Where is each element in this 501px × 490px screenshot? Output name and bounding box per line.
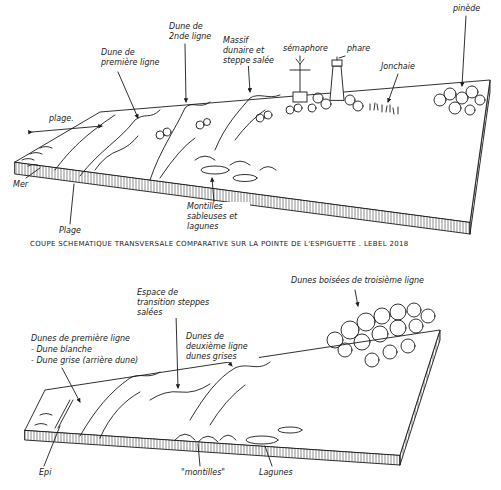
annotation-label: phare: [346, 44, 371, 54]
annotation-label: - Dune blanche: [30, 345, 93, 355]
annotation-label: Lagunes: [258, 468, 294, 478]
annotation-label: sémaphore: [282, 44, 329, 54]
annotation-label: Espace de transition steppes salées: [136, 288, 216, 318]
annotation-label: - Dune grise (arrière dune): [30, 356, 139, 366]
annotation-label: Dunes de deuxième ligne dunes grises: [185, 332, 259, 362]
annotation-label: Dunes de première ligne: [30, 334, 131, 344]
annotation-label: pinède: [452, 4, 481, 14]
annotation-label: Plage: [58, 226, 82, 236]
annotation-label: "montilles": [180, 468, 226, 478]
annotation-label: plage.: [48, 114, 75, 124]
annotation-label: Mer: [12, 180, 29, 190]
annotation-label: Dune de 2nde ligne: [168, 22, 222, 42]
annotation-label: Montilles sableuses et lagunes: [186, 202, 250, 232]
caption: COUPE SCHEMATIQUE TRANSVERSALE COMPARATI…: [30, 240, 408, 248]
annotation-label: Jonchaie: [380, 62, 416, 72]
annotation-label: Massif dunaire et steppe salée: [222, 36, 282, 66]
annotation-label: Epi: [38, 468, 52, 478]
annotation-label: Dune de première ligne: [100, 48, 166, 68]
annotation-label: Dunes boisées de troisième ligne: [290, 276, 425, 286]
